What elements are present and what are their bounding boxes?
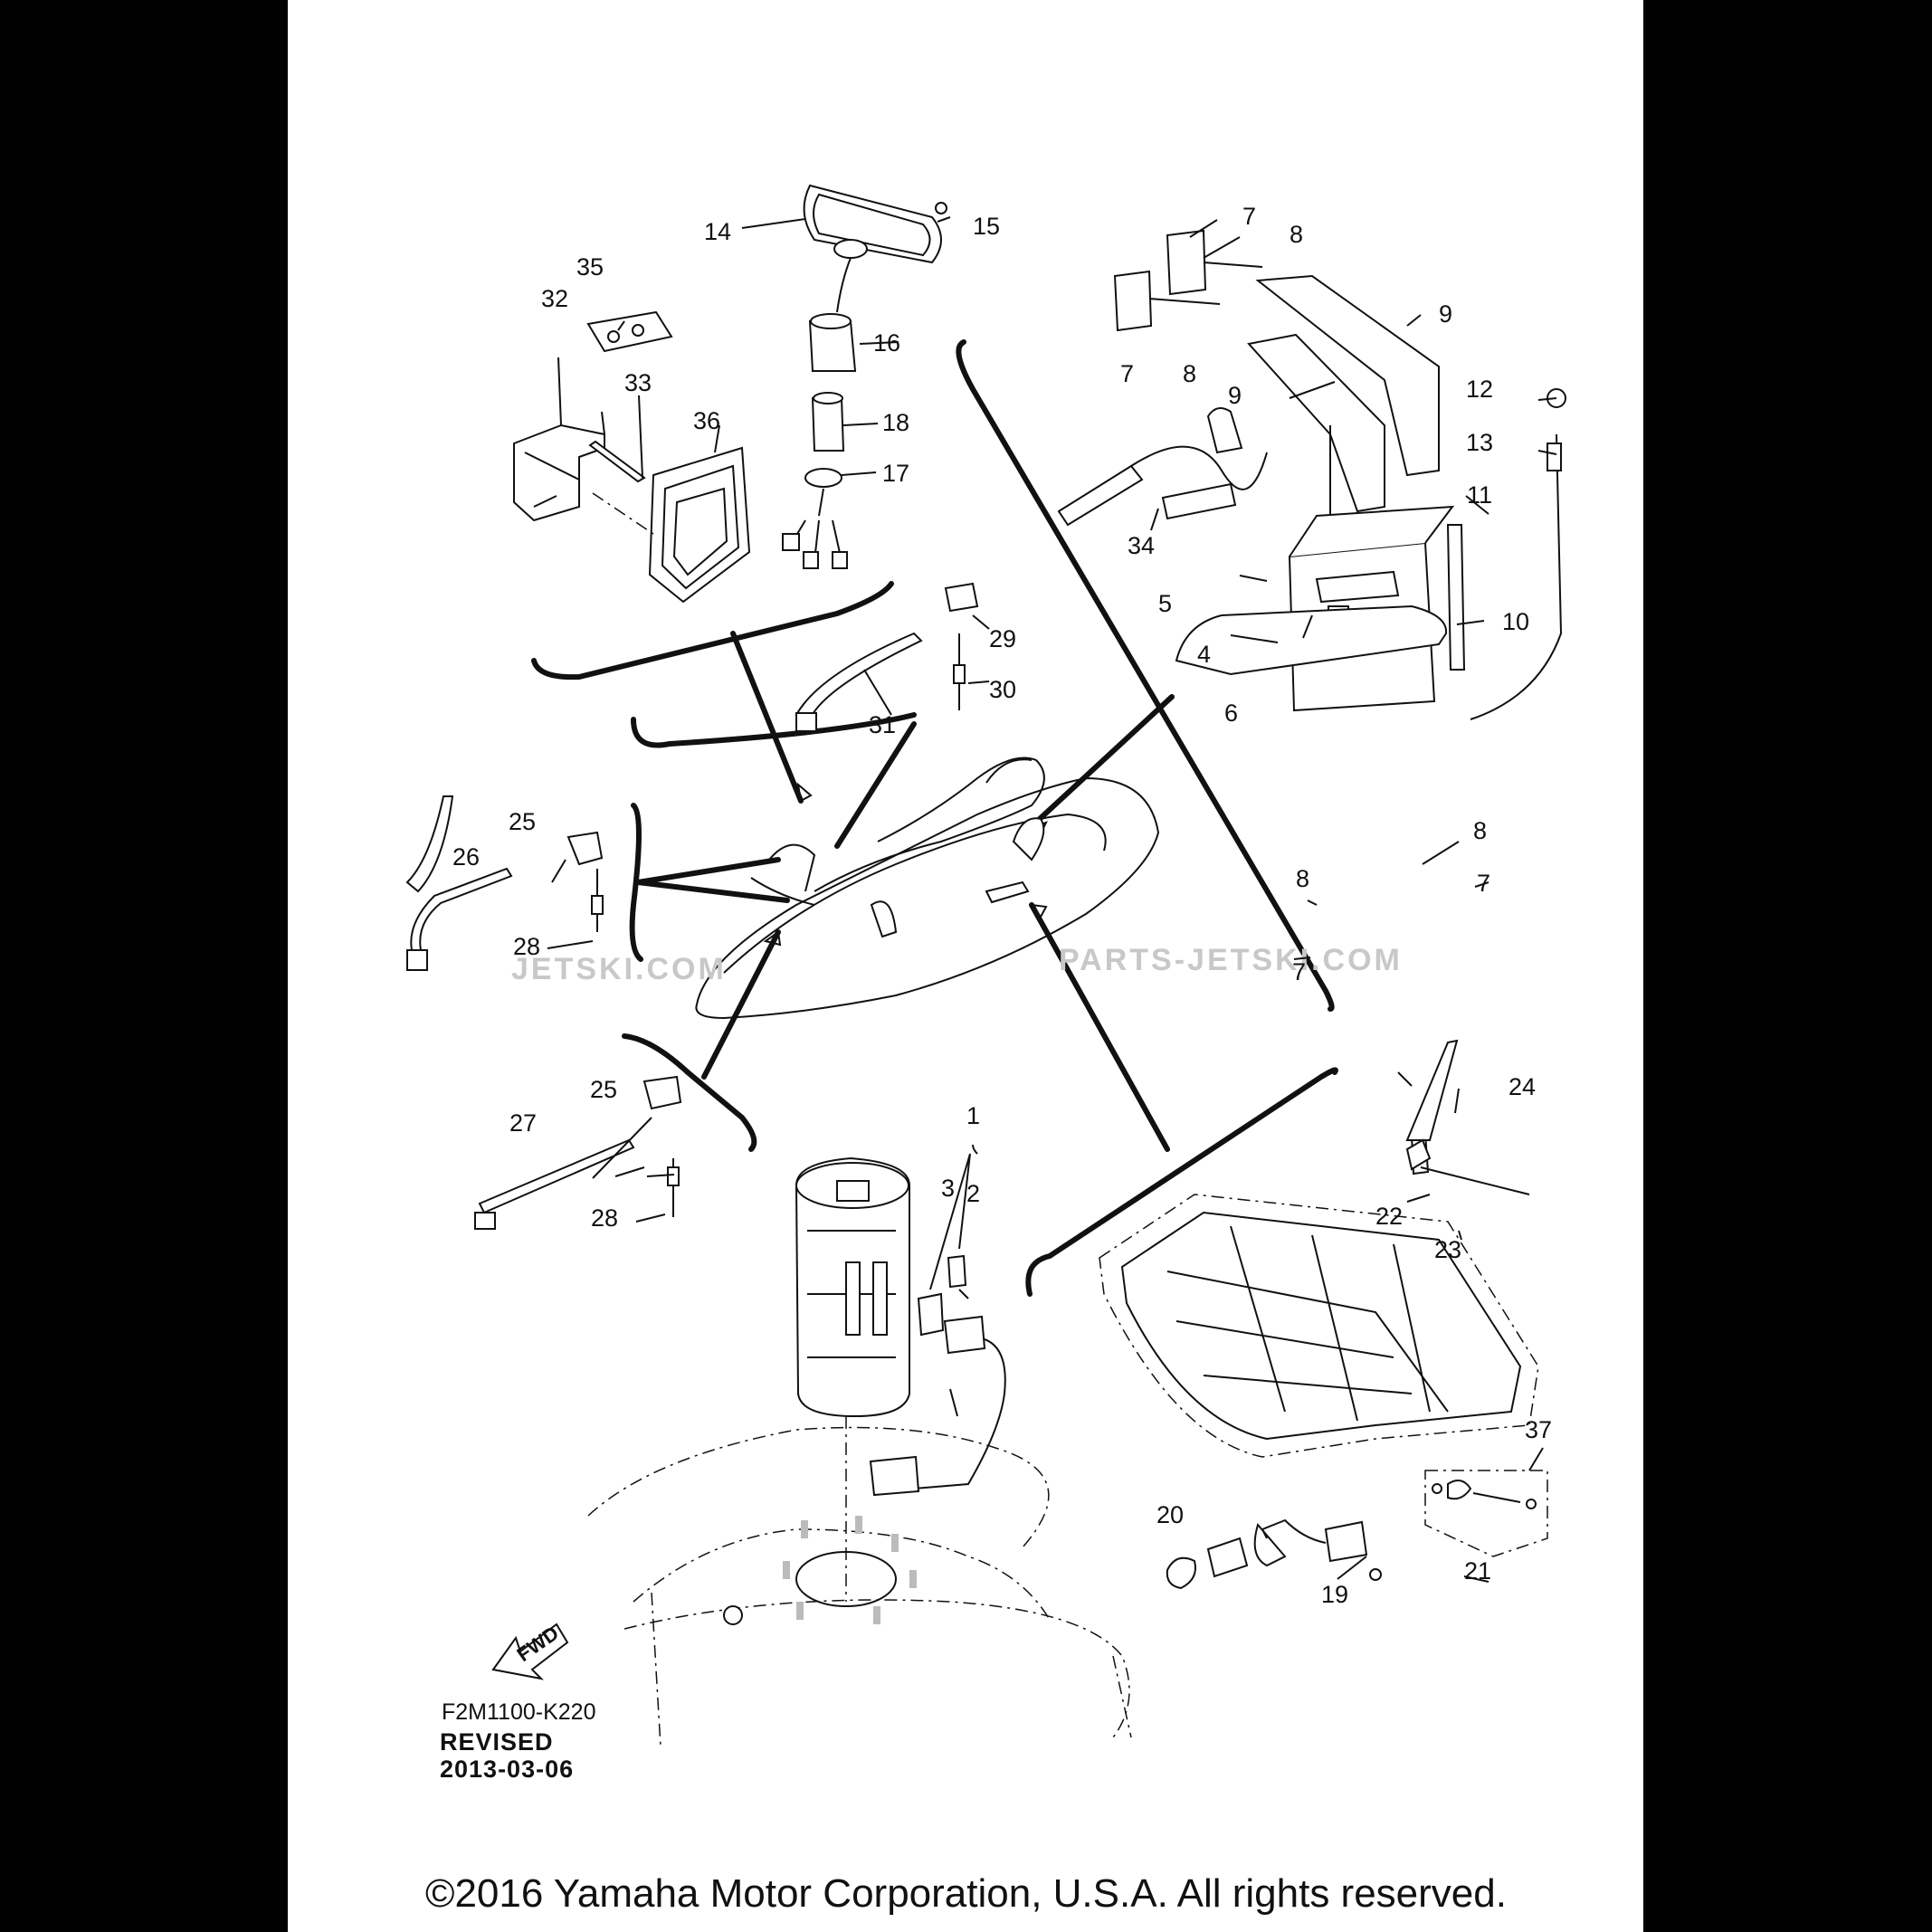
callout-7-b: 7: [1120, 360, 1134, 387]
callout-9-a: 9: [1439, 300, 1452, 328]
callout-1: 1: [966, 1102, 980, 1129]
callout-8-a: 8: [1290, 221, 1303, 248]
callout-28-a: 28: [513, 933, 540, 960]
callout-14: 14: [704, 218, 731, 245]
callout-7-a: 7: [1242, 203, 1256, 230]
revised-label: REVISED: [440, 1728, 554, 1756]
battery-group: [1057, 229, 1566, 720]
callout-30: 30: [989, 676, 1016, 703]
fuel-pump-group: [795, 1144, 1006, 1497]
callout-21: 21: [1464, 1557, 1491, 1585]
fwd-arrow: FWD: [491, 1622, 569, 1680]
diagram-sheet: [288, 0, 1643, 1932]
callout-7-c: 7: [1477, 870, 1490, 897]
callout-18: 18: [882, 409, 909, 436]
ecu-group: [513, 310, 751, 604]
callout-26: 26: [452, 843, 480, 871]
callout-5: 5: [1158, 590, 1172, 617]
callout-4: 4: [1197, 641, 1211, 668]
callout-29: 29: [989, 625, 1016, 652]
callout-34: 34: [1128, 532, 1155, 559]
seat-frame: [1099, 1039, 1548, 1590]
callout-31: 31: [869, 711, 896, 738]
callout-17: 17: [882, 460, 909, 487]
watermark-right: PARTS-JETSKI.COM: [1059, 943, 1403, 977]
callout-35: 35: [576, 253, 604, 281]
copyright-notice: ©2016 Yamaha Motor Corporation, U.S.A. A…: [425, 1871, 1507, 1916]
callout-2: 2: [966, 1180, 980, 1207]
callout-19: 19: [1321, 1581, 1348, 1608]
revised-date: 2013-03-06: [440, 1756, 575, 1783]
clip-groups: [405, 582, 979, 1230]
callout-9-b: 9: [1228, 382, 1242, 409]
callout-7-d: 7: [1292, 958, 1306, 985]
tank-outline: [587, 1416, 1132, 1747]
section-brackets: [531, 339, 1338, 1297]
callout-25-a: 25: [509, 808, 536, 835]
callout-3: 3: [941, 1175, 955, 1202]
callout-37: 37: [1525, 1416, 1552, 1443]
callout-33: 33: [624, 369, 652, 396]
callout-25-b: 25: [590, 1076, 617, 1103]
callout-10: 10: [1502, 608, 1529, 635]
leader-lines: [547, 216, 1557, 1583]
meter-group: [782, 184, 947, 569]
callout-8-b: 8: [1183, 360, 1196, 387]
callout-23: 23: [1434, 1236, 1461, 1263]
callout-12: 12: [1466, 376, 1493, 403]
callout-27: 27: [509, 1109, 537, 1137]
callout-15: 15: [973, 213, 1000, 240]
callout-8-c: 8: [1473, 817, 1487, 844]
callout-20: 20: [1156, 1501, 1184, 1528]
callout-labels: 1 2 3 4 5 6 7 7 7 7 8 8 8 8 9 9 10 11 12…: [452, 203, 1552, 1608]
callout-24: 24: [1508, 1073, 1536, 1100]
callout-32: 32: [541, 285, 568, 312]
callout-28-b: 28: [591, 1204, 618, 1232]
callout-11: 11: [1467, 481, 1492, 509]
callout-13: 13: [1466, 429, 1493, 456]
watermark-left: JETSKI.COM: [511, 952, 727, 986]
diagram-code: F2M1100-K220: [442, 1699, 596, 1725]
callout-16: 16: [873, 329, 900, 357]
callout-6: 6: [1224, 700, 1238, 727]
callout-8-d: 8: [1296, 865, 1309, 892]
callout-36: 36: [693, 407, 720, 434]
watercraft-overview: [695, 757, 1160, 1020]
callout-22: 22: [1375, 1203, 1403, 1230]
